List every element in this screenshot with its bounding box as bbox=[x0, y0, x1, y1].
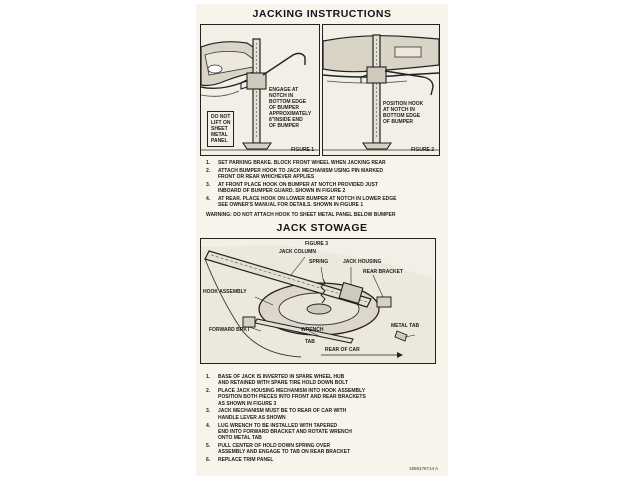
figure-1-engage-note: ENGAGE AT NOTCH IN BOTTOM EDGE OF BUMPER… bbox=[269, 87, 312, 129]
label-spring: SPRING bbox=[309, 259, 329, 265]
figure-3-jack-stowage: FIGURE 3 JACK COLUMN SPRING JACK HOUSING… bbox=[200, 238, 436, 364]
jacking-step: 1.SET PARKING BRAKE. BLOCK FRONT WHEEL W… bbox=[206, 160, 386, 166]
figure-2-front-bumper-jacking: POSITION HOOK AT NOTCH IN BOTTOM EDGE OF… bbox=[322, 24, 440, 156]
jacking-step: 4.AT REAR. PLACE HOOK ON LOWER BUMPER AT… bbox=[206, 195, 397, 209]
jacking-step: 3.AT FRONT PLACE HOOK ON BUMPER AT NOTCH… bbox=[206, 181, 378, 195]
stowage-step: 4.LUG WRENCH TO BE INSTALLED WITH TAPERE… bbox=[206, 422, 352, 442]
jacking-instructions-decal: JACKING INSTRUCTIONS ENGAGE AT NOTCH IN … bbox=[196, 4, 448, 476]
label-forward-bracket: FORWARD BRKT bbox=[209, 327, 251, 333]
jacking-steps-list: 1.SET PARKING BRAKE. BLOCK FRONT WHEEL W… bbox=[206, 160, 442, 210]
label-jack-column: JACK COLUMN bbox=[279, 249, 316, 255]
warning-text: WARNING: DO NOT ATTACH HOOK TO SHEET MET… bbox=[206, 212, 396, 218]
figure-1-illustration bbox=[201, 38, 319, 151]
label-rear-bracket: REAR BRACKET bbox=[363, 269, 403, 275]
figure-3-caption: FIGURE 3 bbox=[305, 241, 329, 247]
label-wrench: WRENCH bbox=[301, 327, 324, 333]
stowage-step: 5.PULL CENTER OF HOLD DOWN SPRING OVER A… bbox=[206, 442, 351, 456]
part-number: 1958176714 A bbox=[408, 466, 438, 471]
figure-1-caption: FIGURE 1 bbox=[291, 147, 315, 153]
section-title-stowage: JACK STOWAGE bbox=[276, 222, 368, 234]
jacking-step: 2.ATTACH BUMPER HOOK TO JACK MECHANISM U… bbox=[206, 167, 384, 181]
section-title-jacking: JACKING INSTRUCTIONS bbox=[252, 8, 392, 20]
figure-2-illustration bbox=[323, 34, 439, 151]
figure-1-warning-note: DO NOT LIFT ON SHEET METAL PANEL bbox=[207, 111, 235, 147]
stowage-step: 1.BASE OF JACK IS INVERTED IN SPARE WHEE… bbox=[206, 374, 348, 387]
label-jack-housing: JACK HOUSING bbox=[343, 259, 382, 265]
stowage-step: 2.PLACE JACK HOUSING MECHANISM INTO HOOK… bbox=[206, 388, 366, 407]
figure-2-caption: FIGURE 2 bbox=[411, 147, 435, 153]
stowage-steps-list: 1.BASE OF JACK IS INVERTED IN SPARE WHEE… bbox=[206, 374, 442, 465]
label-metal-tab: METAL TAB bbox=[391, 323, 420, 329]
stowage-step: 6.REPLACE TRIM PANEL bbox=[206, 457, 274, 464]
label-rear-of-car: REAR OF CAR bbox=[325, 347, 360, 353]
stowage-step: 3.JACK MECHANISM MUST BE TO REAR OF CAR … bbox=[206, 408, 347, 421]
figure-1-rear-bumper-jacking: ENGAGE AT NOTCH IN BOTTOM EDGE OF BUMPER… bbox=[200, 24, 320, 156]
label-hook-assembly: HOOK ASSEMBLY bbox=[203, 289, 247, 295]
figure-3-illustration bbox=[201, 245, 435, 363]
figure-2-position-note: POSITION HOOK AT NOTCH IN BOTTOM EDGE OF… bbox=[383, 101, 424, 125]
label-tab: TAB bbox=[305, 339, 315, 345]
